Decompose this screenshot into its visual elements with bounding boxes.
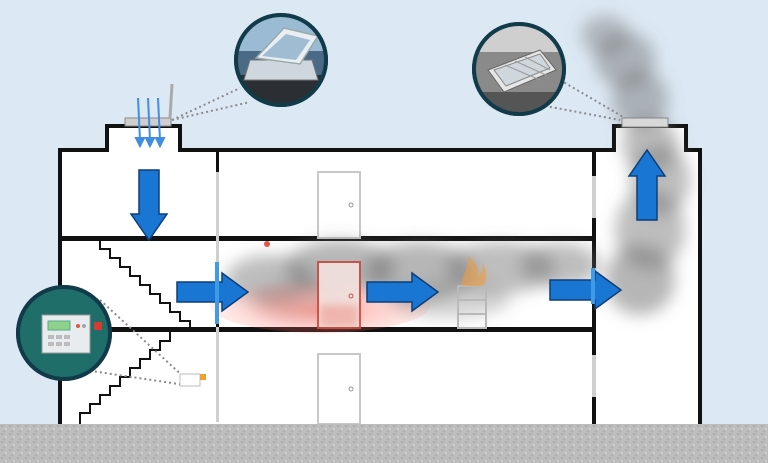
smoke-control-panel-icon [41,314,91,354]
door-bottom [317,353,361,425]
door-fire-floor [317,261,361,329]
smoke-vent-inset [472,22,566,116]
status-led-icon [200,374,206,380]
inlet-vent-inset [234,13,328,107]
callout-lines [84,79,626,386]
arrow-right-2 [366,271,440,313]
inflow-arrows [134,97,166,149]
opened-door-edge [215,262,219,324]
arrow-up [627,148,667,221]
airflow-arrows [129,148,667,313]
smoke-detector-icon [264,241,270,247]
shaft-door-edge [591,268,595,304]
outer-wall [58,124,702,424]
arrow-right-1 [176,271,250,313]
ground [0,424,768,463]
doors [317,171,361,425]
roof-smoke-vent-icon [621,117,669,128]
door-top [317,171,361,239]
arrow-down [129,169,169,242]
wall-panel-icon [179,373,201,387]
control-panel-inset [16,285,112,381]
fire-icon [457,256,487,329]
stairs-upper [99,241,191,327]
